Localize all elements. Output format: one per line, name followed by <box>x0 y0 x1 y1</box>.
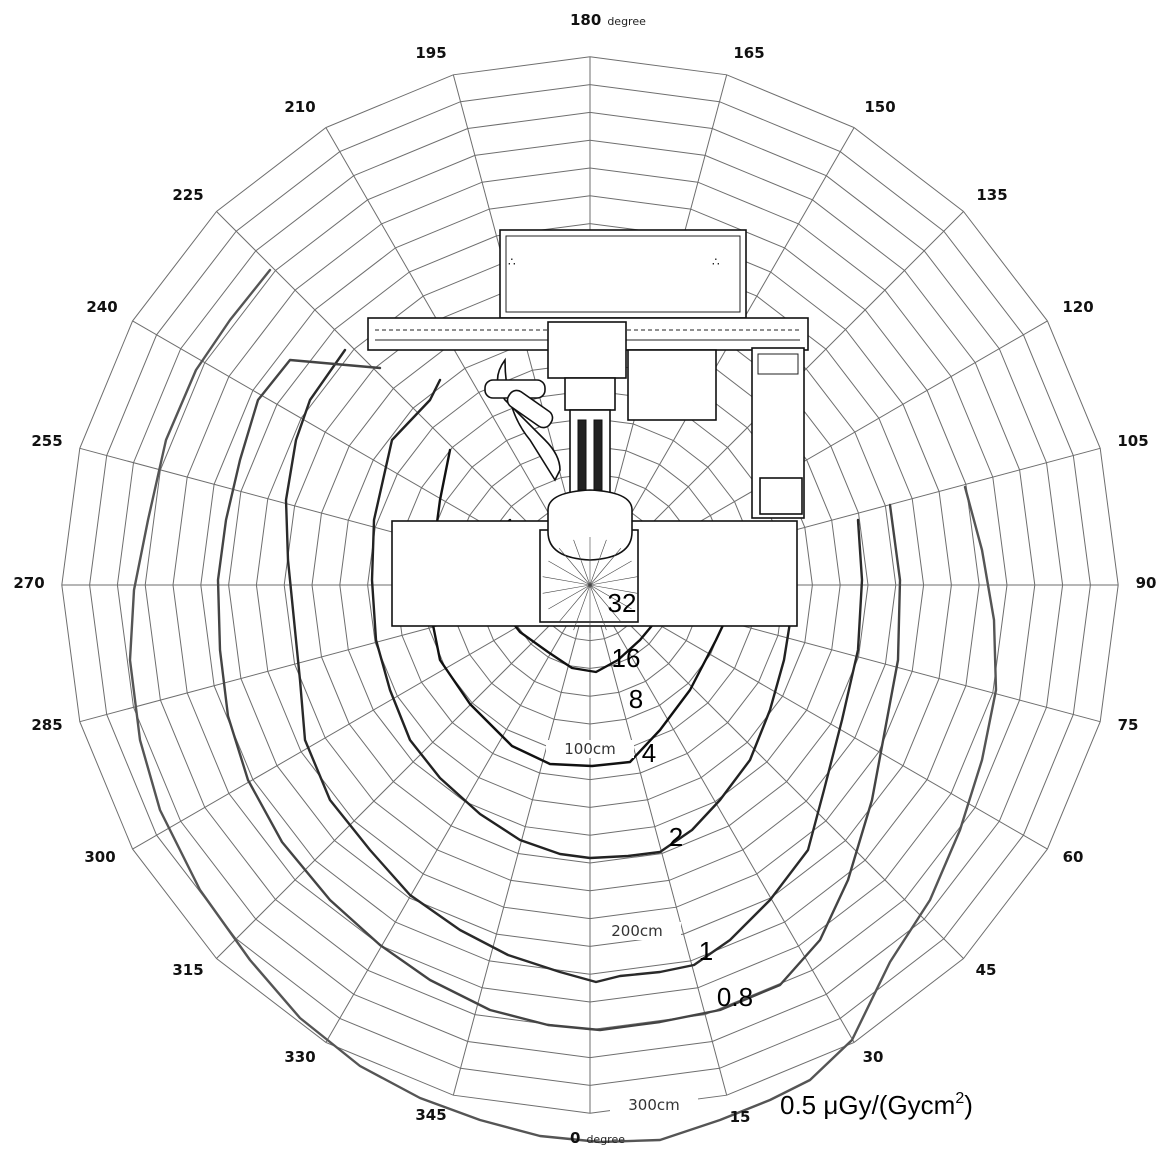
angle-spoke <box>589 584 728 1096</box>
angle-label-45: 45 <box>976 961 997 979</box>
degree-unit-0: degree <box>586 1133 625 1146</box>
source-ray <box>589 576 638 586</box>
angle-label-270: 270 <box>13 574 44 592</box>
angle-label-15: 15 <box>730 1108 751 1126</box>
carriage-block <box>547 321 627 379</box>
angle-label-345: 345 <box>415 1106 446 1124</box>
source-ray <box>589 584 607 631</box>
tube-arm-shade-left <box>577 419 587 491</box>
angle-label-150: 150 <box>864 98 895 116</box>
angle-label-195: 195 <box>415 44 446 62</box>
angle-label-210: 210 <box>284 98 315 116</box>
angle-label-60: 60 <box>1063 848 1084 866</box>
source-ray <box>589 584 632 610</box>
source-ray <box>548 560 591 586</box>
isodose-label-2: 2 <box>669 822 683 852</box>
angle-label-135: 135 <box>976 186 1007 204</box>
isodose-curve-1 <box>284 348 864 984</box>
distance-label-200cm: 200cm <box>611 922 663 940</box>
distance-label-300cm: 300cm <box>628 1096 680 1114</box>
distance-label-bg <box>546 740 634 758</box>
isodose-curve-0_5 <box>128 268 998 1144</box>
source-ray <box>558 548 591 586</box>
source-ray <box>542 576 591 586</box>
isodose-label-32: 32 <box>608 588 637 618</box>
isodose-label-16: 16 <box>612 643 641 673</box>
angle-label-165: 165 <box>733 44 764 62</box>
tube-arm <box>569 409 611 501</box>
tube-arm-shade-right <box>593 419 603 491</box>
distance-label-bg <box>610 1096 698 1114</box>
source-ray <box>573 584 591 631</box>
isodose-label-1: 1 <box>699 936 713 966</box>
joint-block <box>564 377 616 411</box>
angle-label-30: 30 <box>863 1048 884 1066</box>
angle-label-75: 75 <box>1118 716 1139 734</box>
source-ray <box>573 539 591 586</box>
unit-close: ) <box>964 1090 973 1120</box>
degree-unit-180: degree <box>607 15 646 28</box>
unit-superscript: 2 <box>955 1090 964 1107</box>
angle-label-90: 90 <box>1136 574 1157 592</box>
angle-label-225: 225 <box>172 186 203 204</box>
angle-spoke <box>589 584 1048 850</box>
x-ray-source <box>547 489 633 561</box>
angle-spoke <box>216 584 591 959</box>
isodose-label-8: 8 <box>629 684 643 714</box>
isodose-curve-2 <box>370 378 794 860</box>
source-ray <box>548 584 591 610</box>
distance-label-100cm: 100cm <box>564 740 616 758</box>
angle-spoke <box>325 584 591 1043</box>
source-ray <box>542 584 591 594</box>
angle-label-255: 255 <box>31 432 62 450</box>
monitor-box <box>627 349 717 421</box>
isodose-label-0_5: 0.5 μGy/(Gycm2) <box>780 1090 973 1120</box>
column-base <box>759 477 803 515</box>
angle-label-330: 330 <box>284 1048 315 1066</box>
detector-housing-inner <box>505 235 741 313</box>
angle-spoke <box>589 584 964 959</box>
angle-spoke <box>589 584 855 1043</box>
detector-housing <box>499 229 747 319</box>
angle-label-300: 300 <box>84 848 115 866</box>
angle-label-285: 285 <box>31 716 62 734</box>
source-rays <box>542 537 638 633</box>
source-ray <box>589 539 607 586</box>
vent-mark-left: ∴ <box>508 255 516 269</box>
angle-spoke <box>325 127 591 586</box>
isodose-label-0_8: 0.8 <box>717 982 753 1012</box>
source-ray <box>558 584 591 622</box>
c-arm-equipment-drawing: ∴ ∴ <box>367 229 809 633</box>
column-tower-cap <box>757 353 799 375</box>
source-ray <box>589 584 622 622</box>
vent-mark-right: ∴ <box>712 255 720 269</box>
unit-label: μGy/(Gycm <box>823 1090 955 1120</box>
isodose-label-4: 4 <box>642 738 656 768</box>
angle-spoke <box>132 584 591 850</box>
angle-label-120: 120 <box>1062 298 1093 316</box>
angle-spoke <box>589 127 855 586</box>
distance-label-bg <box>593 922 681 940</box>
isodose-curve-0_8 <box>216 358 902 1032</box>
source-ray <box>589 560 632 586</box>
source-ray <box>589 548 622 586</box>
source-ray <box>589 584 638 594</box>
polar-grid <box>61 56 1119 1114</box>
handle-lower <box>506 389 554 429</box>
angle-label-315: 315 <box>172 961 203 979</box>
angle-label-105: 105 <box>1117 432 1148 450</box>
angle-label-240: 240 <box>86 298 117 316</box>
